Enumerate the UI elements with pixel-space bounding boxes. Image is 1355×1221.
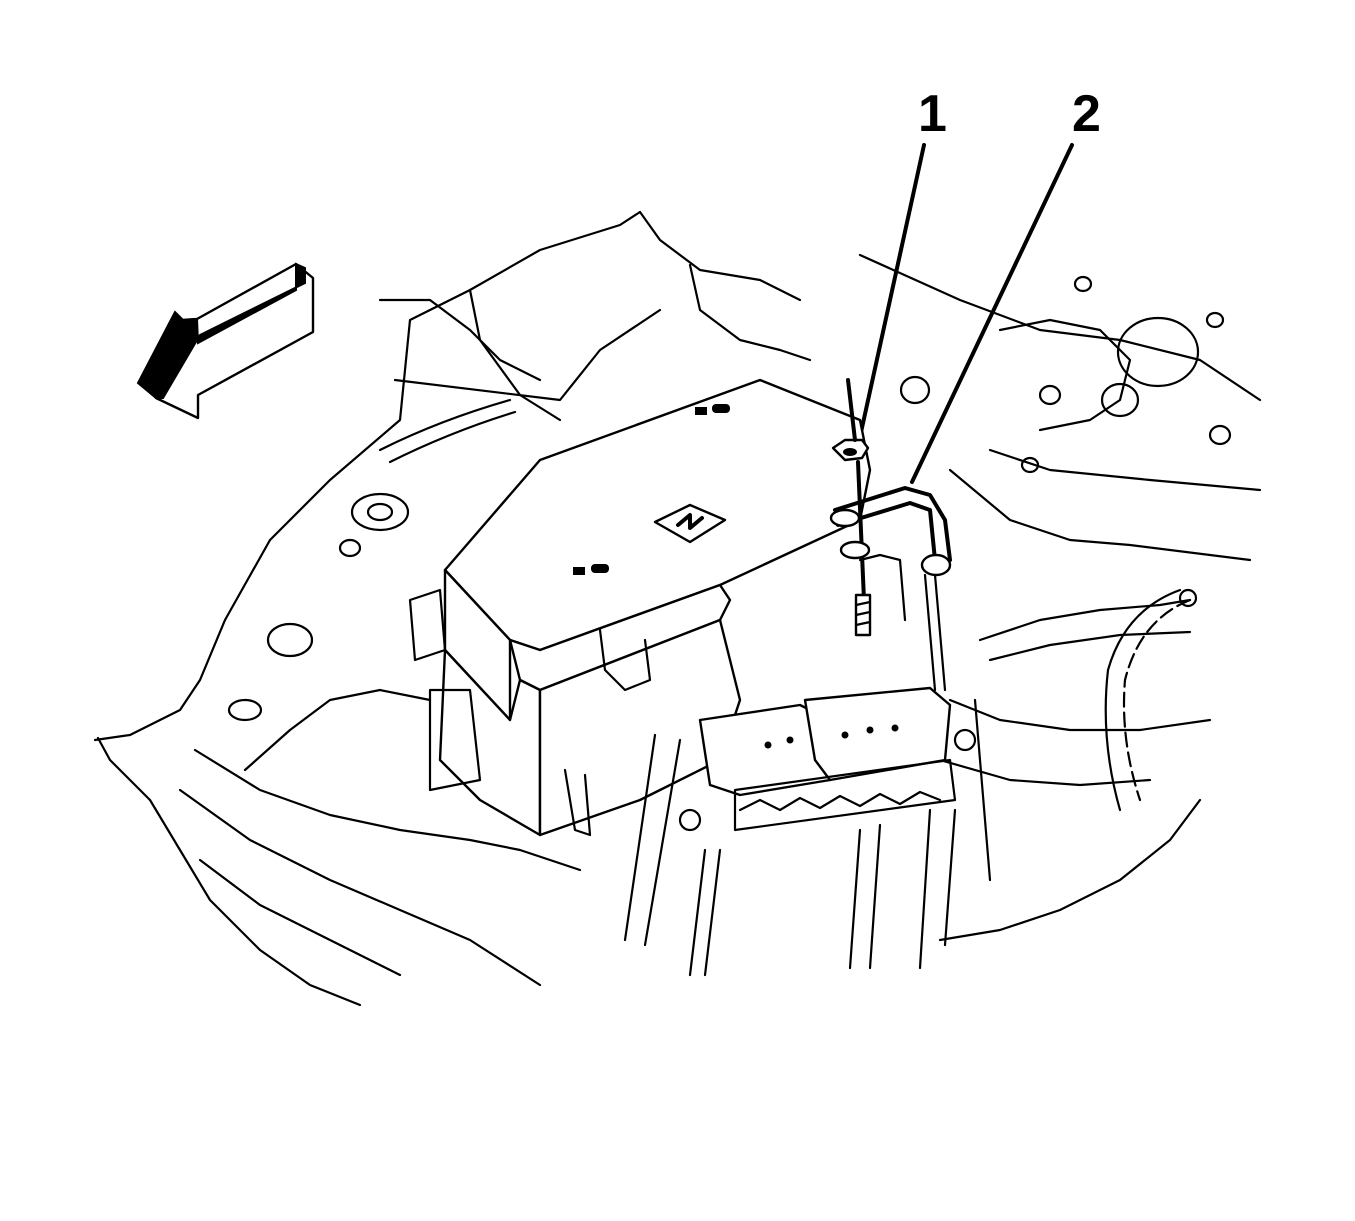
frame-holes (227, 275, 1232, 722)
bracket (829, 486, 952, 692)
nut (831, 438, 870, 462)
fuse-box-cover-symbol (573, 404, 730, 575)
lower-rails (623, 698, 992, 977)
callout-2-label: 2 (1072, 85, 1101, 143)
direction-arrow-icon (136, 262, 315, 420)
vehicle-frame (93, 210, 1262, 1007)
fuse-relay-box (408, 378, 872, 837)
callout-leader-lines (856, 143, 1074, 484)
callout-1-label: 1 (918, 85, 947, 143)
hose (1104, 588, 1198, 812)
electrical-connectors (678, 686, 977, 832)
stud (839, 378, 907, 637)
